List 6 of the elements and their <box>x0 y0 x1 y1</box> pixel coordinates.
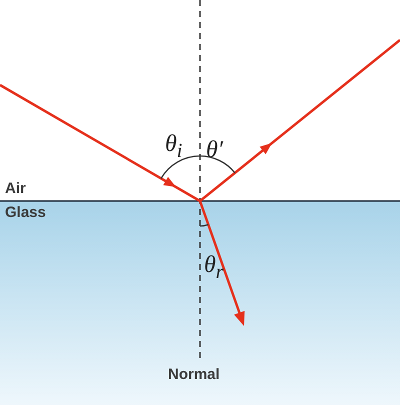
line-label: Normal <box>168 366 220 383</box>
angle-label: θ$_{i}$ <box>165 131 182 163</box>
medium-label: Glass <box>5 204 46 221</box>
angle-label: θ′ <box>206 137 224 164</box>
angle-label: θ$_{r}$ <box>204 252 224 284</box>
medium-label: Air <box>5 180 26 197</box>
